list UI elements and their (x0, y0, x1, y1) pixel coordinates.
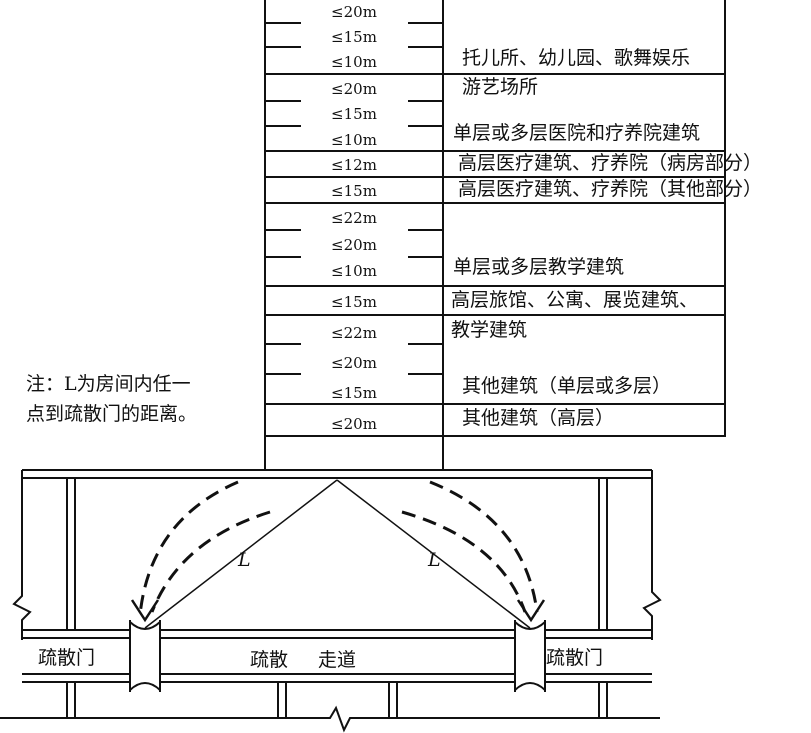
category-label: 其他建筑（单层或多层） (462, 375, 671, 397)
category-label: 教学建筑 (451, 319, 527, 341)
distance-value: ≤15m (331, 28, 377, 46)
dashed-path-left-inner (150, 510, 271, 613)
column (66, 477, 76, 631)
plan-labels: L L 疏散门 疏散门 疏散 走道 (38, 549, 603, 671)
left-evacuation-door (129, 620, 161, 692)
note-line-1: 注：L为房间内任一 (26, 373, 191, 395)
arrow-right (516, 599, 546, 623)
distance-line-right (336, 479, 531, 629)
distance-value: ≤10m (331, 131, 377, 149)
table-tick-marks (265, 22, 443, 375)
category-label: 托儿所、幼儿园、歌舞娱乐 (462, 47, 690, 69)
distance-column: ≤20m ≤15m ≤10m ≤20m ≤15m ≤10m ≤12m ≤15m … (331, 3, 377, 433)
distance-value: ≤20m (331, 80, 377, 98)
left-door-label: 疏散门 (38, 647, 95, 669)
distance-value: ≤20m (331, 415, 377, 433)
dashed-path-right-outer (429, 480, 539, 613)
corridor-label-1: 疏散 (250, 649, 288, 671)
note-line-2: 点到疏散门的距离。 (26, 403, 197, 425)
distance-value: ≤22m (331, 209, 377, 227)
category-label: 单层或多层医院和疗养院建筑 (453, 122, 700, 144)
left-wall (12, 470, 32, 640)
category-label: 其他建筑（高层） (462, 407, 614, 429)
distance-value: ≤15m (331, 182, 377, 200)
dashed-path-right-inner (401, 510, 527, 613)
distance-line-left (144, 479, 338, 629)
distance-value: ≤15m (331, 384, 377, 402)
category-label: 高层医疗建筑、疗养院（病房部分） (458, 152, 762, 174)
dashed-path-left-outer (138, 480, 239, 616)
distance-value: ≤20m (331, 354, 377, 372)
distance-label-left: L (237, 549, 251, 571)
floor-plan (0, 469, 662, 733)
arrow-left (130, 599, 160, 623)
distance-value: ≤10m (331, 53, 377, 71)
distance-table (264, 0, 726, 470)
distance-value: ≤22m (331, 324, 377, 342)
category-column: 托儿所、幼儿园、歌舞娱乐 游艺场所 单层或多层医院和疗养院建筑 高层医疗建筑、疗… (451, 47, 762, 429)
distance-label-right: L (427, 549, 441, 571)
distance-value: ≤10m (331, 262, 377, 280)
category-label: 单层或多层教学建筑 (453, 256, 624, 278)
distance-value: ≤15m (331, 105, 377, 123)
distance-value: ≤15m (331, 293, 377, 311)
category-label: 高层医疗建筑、疗养院（其他部分） (458, 178, 762, 200)
note: 注：L为房间内任一 点到疏散门的距离。 (26, 373, 197, 425)
right-wall (642, 470, 662, 640)
right-door-label: 疏散门 (546, 647, 603, 669)
category-label: 高层旅馆、公寓、展览建筑、 (451, 289, 698, 311)
distance-value: ≤20m (331, 3, 377, 21)
distance-value: ≤12m (331, 156, 377, 174)
distance-value: ≤20m (331, 236, 377, 254)
bottom-wall (0, 705, 660, 733)
corridor-label-2: 走道 (318, 649, 356, 671)
column (598, 477, 608, 631)
right-evacuation-door (514, 620, 546, 692)
category-label: 游艺场所 (462, 76, 538, 98)
